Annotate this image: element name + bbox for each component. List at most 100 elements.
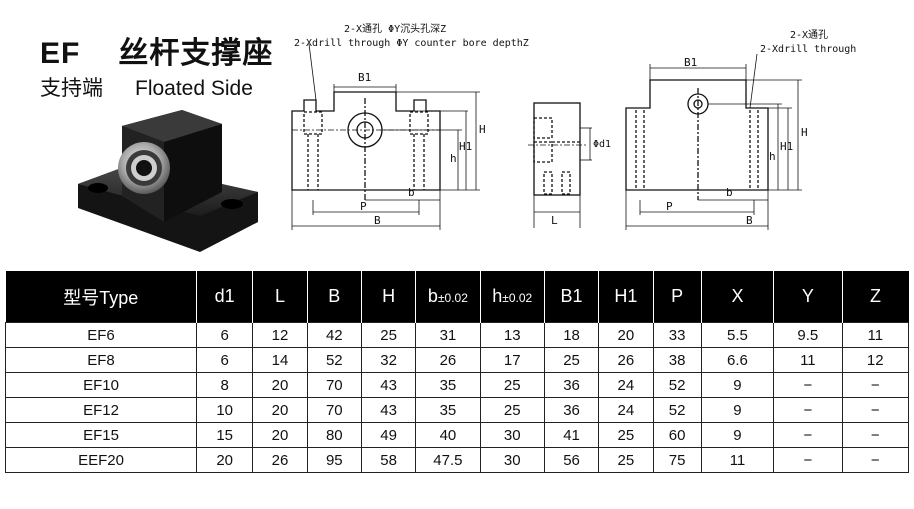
value-cell: 25	[598, 422, 654, 448]
value-cell: 11	[700, 447, 775, 473]
front-label-big-b: B	[374, 214, 381, 227]
column-header: h±0.02	[479, 271, 545, 323]
value-cell: 26	[415, 347, 481, 373]
column-header-label: h	[492, 286, 503, 306]
value-cell: 32	[360, 347, 417, 373]
value-cell: 11	[841, 322, 910, 348]
column-header-label: B	[328, 286, 341, 306]
model-cell: EF6	[4, 322, 198, 348]
value-cell: 26	[598, 347, 654, 373]
rear-label-p: P	[666, 200, 673, 213]
value-cell: 9	[700, 422, 775, 448]
column-header: H	[360, 271, 416, 323]
model-code: EF	[40, 37, 81, 70]
value-cell: 30	[479, 422, 545, 448]
rear-label-big-h: H	[801, 126, 808, 139]
technical-drawings: 2-X通孔 ΦY沉头孔深Z 2-Xdrill through ΦY counte…	[291, 22, 856, 230]
front-label-p: P	[360, 200, 367, 213]
value-cell: 80	[306, 422, 362, 448]
product-name: 丝杆支撑座	[118, 37, 274, 70]
front-label-b1: B1	[358, 71, 371, 84]
value-cell: 6	[196, 322, 254, 348]
value-cell: −	[841, 422, 910, 448]
value-cell: 20	[252, 372, 308, 398]
value-cell: 35	[415, 372, 481, 398]
value-cell: 33	[652, 322, 702, 348]
product-photo	[78, 110, 258, 252]
value-cell: −	[773, 447, 843, 473]
value-cell: 49	[360, 422, 417, 448]
value-cell: 10	[196, 397, 254, 423]
front-note-cn: 2-X通孔 ΦY沉头孔深Z	[344, 22, 446, 35]
value-cell: 42	[306, 322, 362, 348]
rear-label-h1: H1	[780, 140, 793, 153]
front-label-b: b	[408, 186, 415, 199]
value-cell: 36	[543, 397, 600, 423]
value-cell: 20	[252, 422, 308, 448]
value-cell: 52	[652, 372, 702, 398]
value-cell: 40	[415, 422, 481, 448]
value-cell: 5.5	[700, 322, 775, 348]
value-cell: 25	[598, 447, 654, 473]
column-header-label: H	[382, 286, 396, 306]
rear-view-drawing	[625, 53, 802, 230]
value-cell: −	[841, 372, 910, 398]
value-cell: 25	[479, 397, 545, 423]
side-label-en: Floated Side	[135, 77, 253, 100]
value-cell: −	[773, 372, 843, 398]
rear-label-big-b: B	[746, 214, 753, 227]
value-cell: 36	[543, 372, 600, 398]
value-cell: 9	[700, 372, 775, 398]
value-cell: 6	[196, 347, 254, 373]
model-cell: EF8	[4, 347, 198, 373]
column-header: P	[652, 271, 702, 323]
column-header-tolerance: ±0.02	[437, 291, 468, 305]
column-header-label: H1	[614, 286, 638, 306]
column-header-label: P	[671, 286, 684, 306]
value-cell: 47.5	[415, 447, 481, 473]
value-cell: 12	[841, 347, 910, 373]
column-header-label: d1	[214, 286, 235, 306]
front-note-en: 2-Xdrill through ΦY counter bore depthZ	[294, 38, 529, 49]
side-label-l: L	[551, 214, 558, 227]
column-header: X	[700, 271, 774, 323]
column-header: B1	[543, 271, 599, 323]
column-header: L	[252, 271, 308, 323]
rear-note-cn: 2-X通孔	[790, 29, 828, 41]
column-header-label: X	[731, 286, 744, 306]
value-cell: 70	[306, 372, 362, 398]
value-cell: −	[773, 397, 843, 423]
value-cell: 95	[306, 447, 362, 473]
value-cell: 52	[306, 347, 362, 373]
value-cell: 20	[252, 397, 308, 423]
value-cell: 26	[252, 447, 308, 473]
value-cell: 60	[652, 422, 702, 448]
front-label-big-h: H	[479, 123, 486, 136]
value-cell: −	[773, 422, 843, 448]
value-cell: 25	[360, 322, 417, 348]
column-header-label: b	[427, 286, 438, 306]
side-label-d1: Φd1	[593, 139, 611, 150]
column-header: 型号Type	[5, 271, 197, 323]
side-view-drawing	[528, 102, 592, 228]
value-cell: 24	[598, 397, 654, 423]
value-cell: 35	[415, 397, 481, 423]
rear-label-h: h	[769, 150, 776, 163]
column-header: Z	[841, 271, 909, 323]
value-cell: 70	[306, 397, 362, 423]
column-header: B	[306, 271, 362, 323]
column-header: H1	[598, 271, 654, 323]
model-cell: EF15	[4, 422, 198, 448]
front-label-h: h	[450, 152, 457, 165]
column-header: Y	[773, 271, 843, 323]
column-header-label: Z	[870, 286, 882, 306]
model-cell: EF12	[4, 397, 198, 423]
